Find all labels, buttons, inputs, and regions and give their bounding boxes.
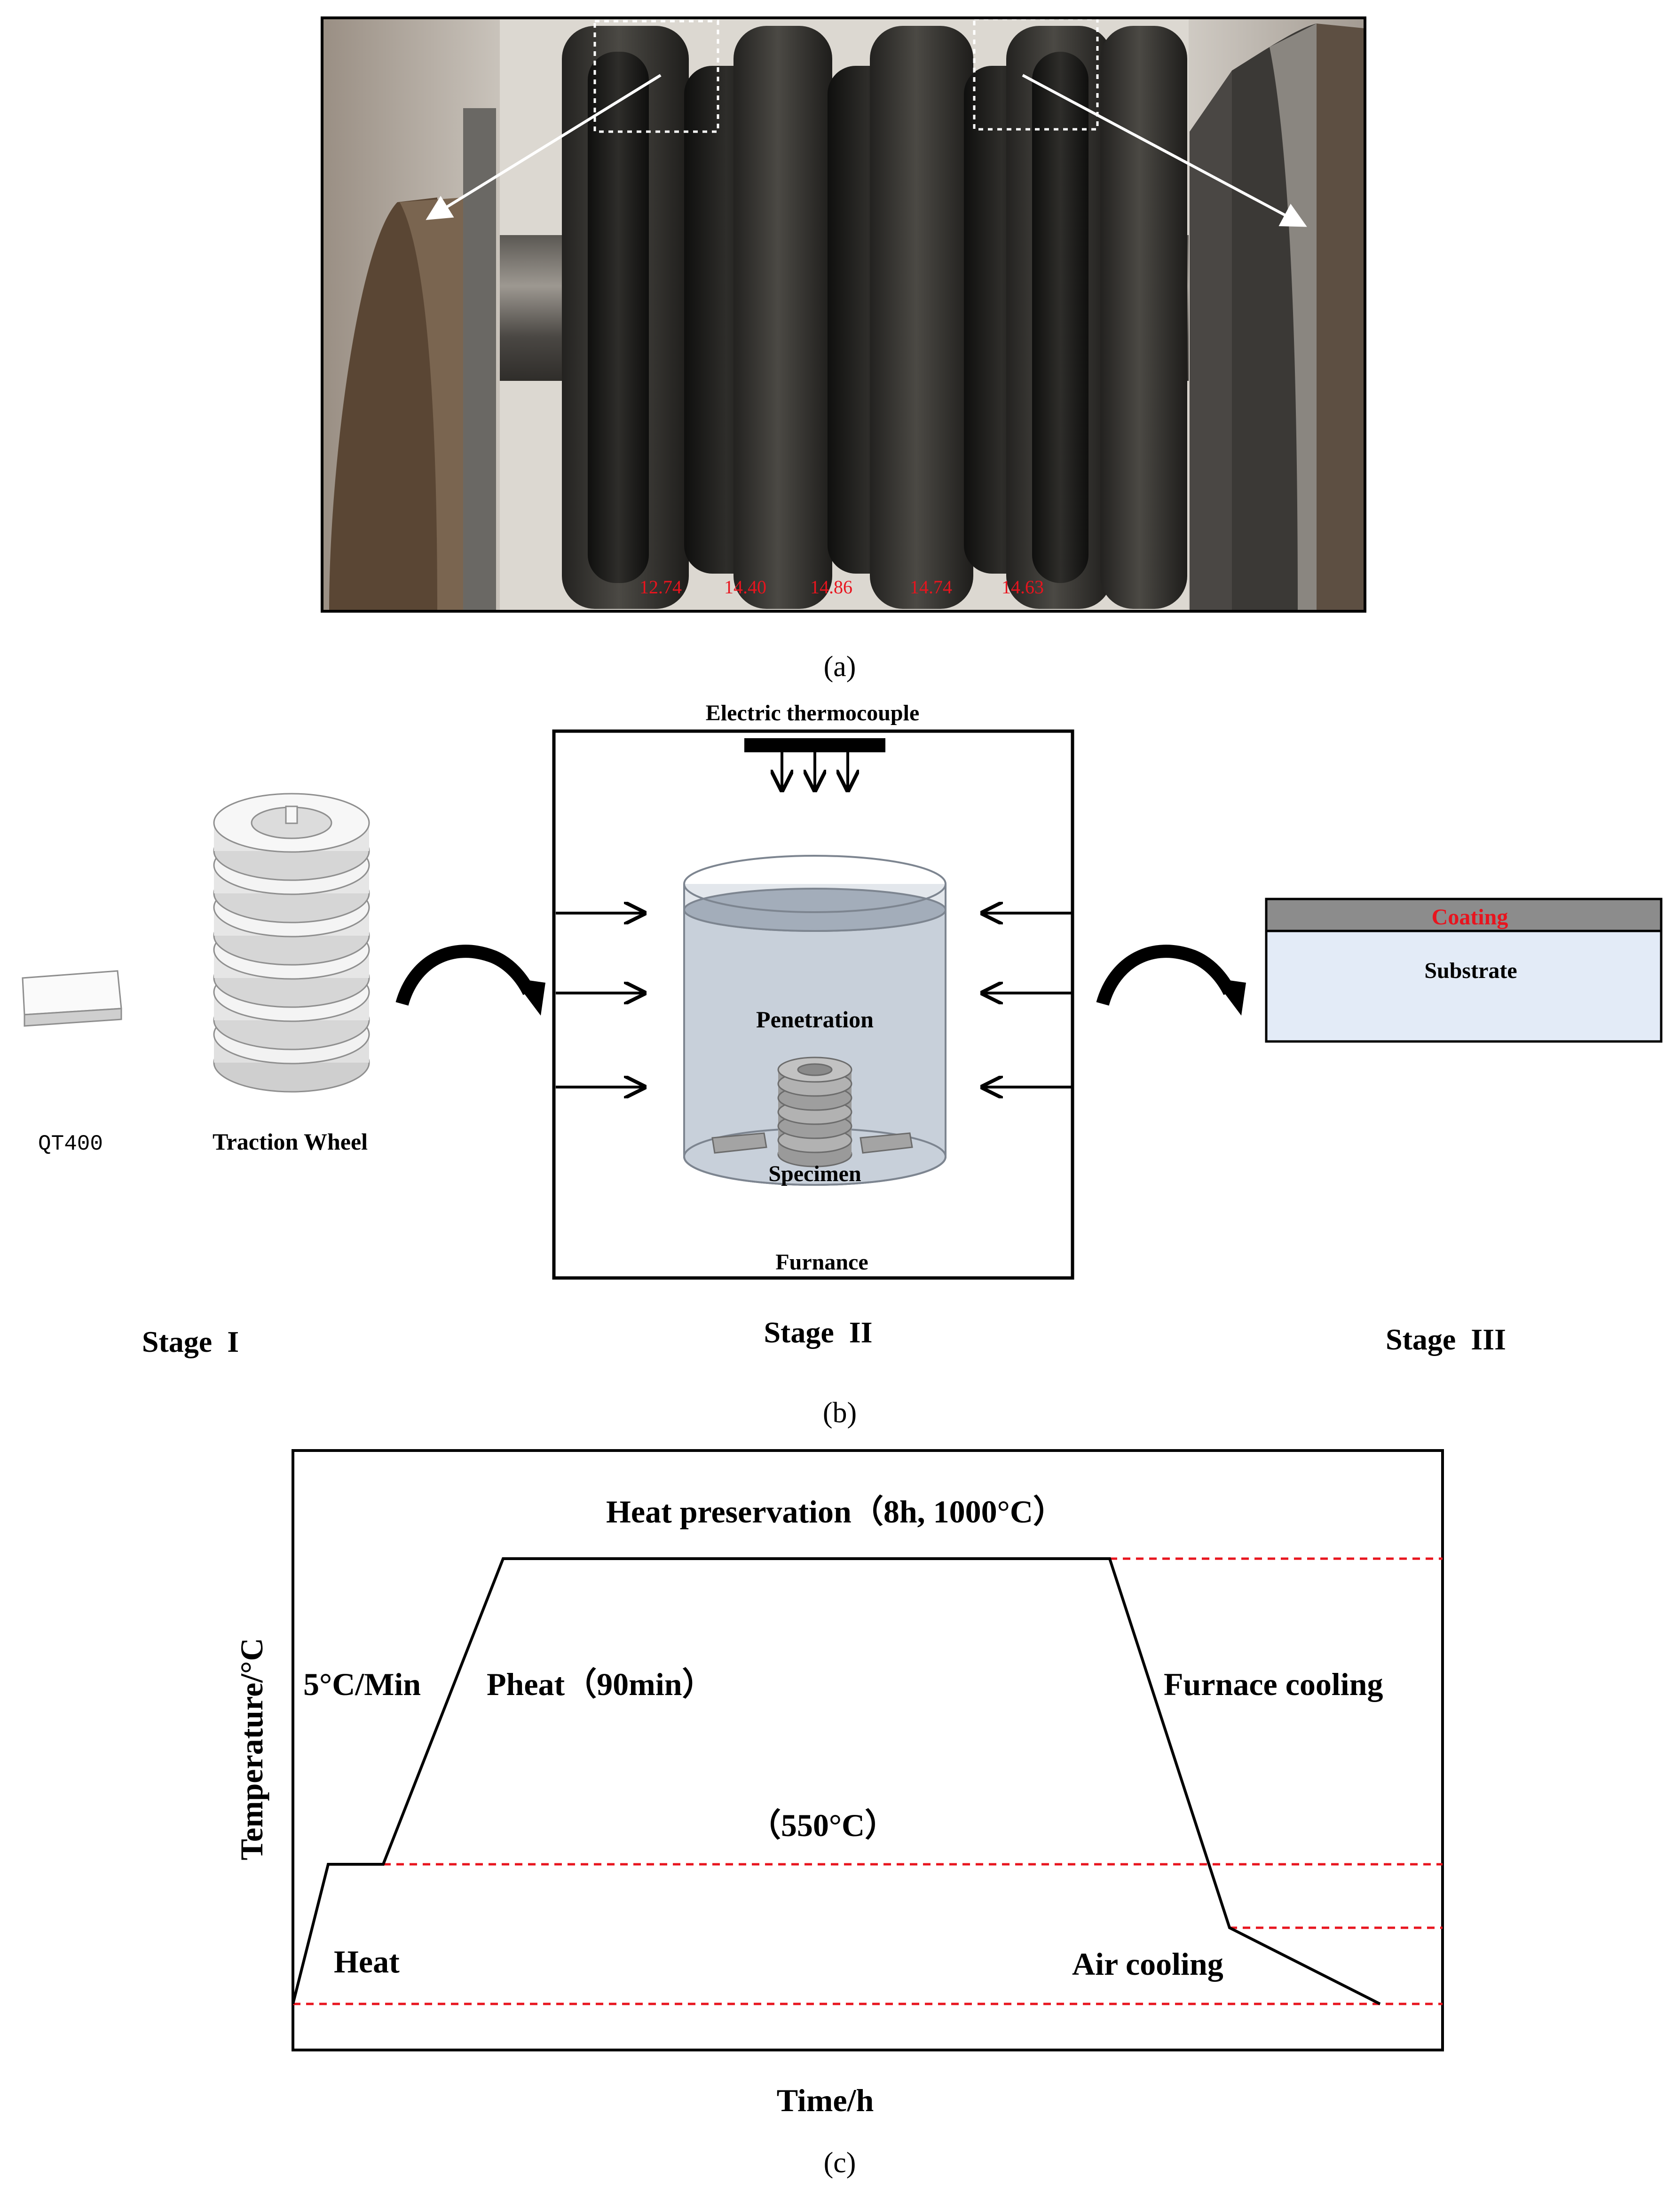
right-zoom-arrow <box>1022 74 1307 227</box>
left-zoom-inset <box>323 19 500 610</box>
groove-measurement-2: 14.40 <box>724 576 766 598</box>
furnace-label: Furnance <box>775 1250 868 1275</box>
air-cooling-label: Air cooling <box>1072 1946 1223 1982</box>
transition-arrow-1 <box>395 945 545 1016</box>
groove-measurement-5: 14.63 <box>1002 576 1044 598</box>
preheat-label: Pheat（90min） <box>487 1666 714 1702</box>
groove-measurement-4: 14.74 <box>910 576 952 598</box>
heat-treatment-diagram: Heat preservation（8h, 1000°C） 5°C/Min Ph… <box>234 1449 1444 2118</box>
thermocouple-bar <box>744 738 885 752</box>
substrate-layer <box>1265 930 1663 1043</box>
groove-measurement-3: 14.86 <box>810 576 852 598</box>
coating-layer <box>1265 898 1663 932</box>
traction-wheel-model <box>213 793 370 1093</box>
caption-b: (b) <box>823 1397 857 1429</box>
specimen-label: Specimen <box>768 1161 861 1186</box>
traction-wheel-label: Traction Wheel <box>213 1128 368 1155</box>
groove-measurement-1: 12.74 <box>639 576 682 598</box>
left-zoom-box <box>593 20 719 133</box>
caption-c: (c) <box>824 2147 856 2179</box>
penetration-label: Penetration <box>756 1006 874 1033</box>
qt400-block <box>22 970 122 1027</box>
right-zoom-box <box>973 17 1099 131</box>
preheat-temp-label: （550°C） <box>749 1807 897 1843</box>
y-axis-label: Temperature/°C <box>234 1638 269 1861</box>
coated-substrate: Coating Substrate <box>1265 898 1663 1043</box>
panel-a-photo: 12.74 14.40 14.86 14.74 14.63 <box>321 16 1366 613</box>
heat-preservation-label: Heat preservation（8h, 1000°C） <box>606 1494 1065 1530</box>
reference-lines <box>293 1557 1443 2005</box>
specimen-stack <box>711 1057 913 1167</box>
crucible <box>683 855 946 1186</box>
right-zoom-inset <box>1189 19 1364 610</box>
furnace: Electric thermocouple Penetration <box>552 701 1074 1280</box>
qt400-label: QT400 <box>38 1132 103 1156</box>
centre-wheel-photo <box>500 19 1189 610</box>
thermocouple-label: Electric thermocouple <box>706 701 920 725</box>
furnace-cooling-label: Furnace cooling <box>1164 1666 1383 1702</box>
substrate-label: Substrate <box>1424 958 1517 983</box>
stage-1-label: Stage I <box>142 1325 239 1358</box>
temperature-profile <box>292 1557 1381 2005</box>
heat-right-arrows <box>983 913 1071 1087</box>
stage-3-label: Stage III <box>1386 1323 1506 1356</box>
transition-arrow-2 <box>1096 945 1246 1016</box>
caption-a: (a) <box>824 651 856 683</box>
left-zoom-arrow <box>426 74 662 220</box>
stage-2-label: Stage II <box>764 1316 872 1349</box>
heat-left-arrows <box>556 913 644 1087</box>
x-axis-label: Time/h <box>777 2082 874 2118</box>
heat-down-arrows <box>782 752 848 790</box>
diagram-frame <box>292 1449 1444 2051</box>
coating-label: Coating <box>1432 905 1508 930</box>
heat-label: Heat <box>334 1944 400 1979</box>
photo-frame <box>321 16 1366 613</box>
ramp-rate-label: 5°C/Min <box>303 1666 421 1702</box>
